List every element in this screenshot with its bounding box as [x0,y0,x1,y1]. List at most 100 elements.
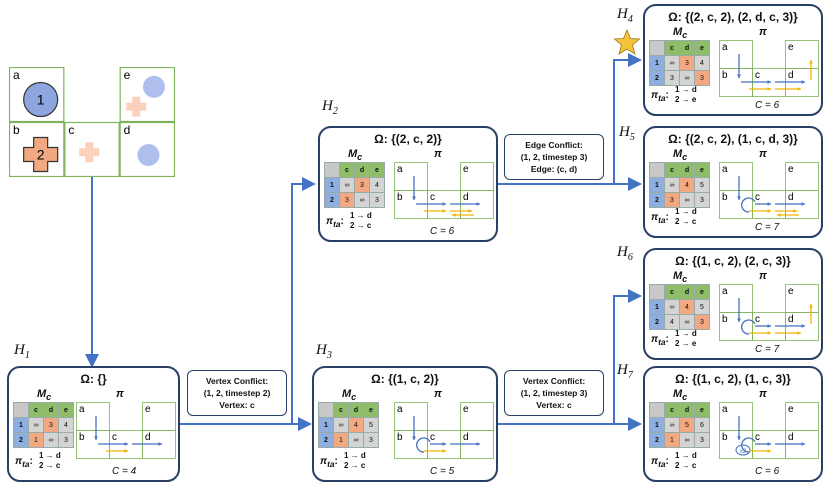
matrix-cell: ∞ [679,70,695,86]
conflict-line: (1, 2, timestep 3) [520,152,588,162]
node-omega: Ω: {(1, c, 2), (2, c, 3)} [675,254,791,268]
matrix-row-label: 1 [649,417,665,433]
pi-label: π [434,148,442,160]
matrix-cell: 3 [664,70,680,86]
pi-label: π [759,148,767,160]
pi-cell-label-e: e [788,42,794,53]
matrix-cell: 1 [664,432,680,448]
matrix-cell: 4 [369,177,385,193]
matrix-cell: 3 [354,177,370,193]
matrix-cell: 3 [694,192,710,208]
matrix-corner [324,162,340,178]
pi-cell-label-e: e [463,164,469,175]
mc-letter: M [673,388,683,400]
pi-cell-label-c: c [755,432,760,443]
mc-letter: M [37,388,47,400]
pi-ta-colon: : [665,212,669,223]
conflict-line: Vertex Conflict: [522,376,586,386]
matrix-cell: 4 [348,417,364,433]
matrix-cell: 3 [339,192,355,208]
path2-b-c-head [124,449,128,453]
path2-d-c-head [452,213,456,217]
mc-sub: c [351,392,357,403]
mc-label: Mc [342,388,356,402]
node-label-letter: H [617,6,628,22]
path1-b-c-head [767,202,771,206]
pi-ta-line: 2 → c [39,461,61,470]
matrix-col-header: d [679,162,695,178]
node-cost: C = 6 [430,226,455,237]
pi-cell-label-a: a [722,286,728,297]
conflict-box-c2: Edge Conflict:(1, 2, timestep 3)Edge: (c… [504,134,604,180]
pi-cell-label-e: e [788,404,794,415]
matrix-col-header: e [694,162,710,178]
matrix-cell: 3 [43,417,59,433]
matrix-cell: 5 [694,177,710,193]
matrix-row-label: 1 [324,177,340,193]
pi-cell-label-c: c [430,192,435,203]
pi-cell-label-c: c [755,70,760,81]
pi-ta-symbol: π [651,90,659,101]
node-omega: Ω: {(2, c, 2)} [374,132,442,146]
matrix-cell: ∞ [679,192,695,208]
pi-cell-label-b: b [722,314,728,325]
matrix-row-label: 2 [649,70,665,86]
path2-b-c-head [767,449,771,453]
agent2-icon [23,136,59,173]
node-label-index: 5 [629,132,635,143]
path1-a-b-head [737,196,741,200]
pi-ta-sub: ta [658,459,666,469]
matrix-row-label: 2 [649,432,665,448]
node-label-h1: H1 [14,342,30,361]
wait-x2-label: x2 [740,449,747,455]
pi-ta-symbol: π [320,456,328,467]
path1-a-b-head [94,436,98,440]
pi-label: π [759,270,767,282]
pi-cell-label-a: a [397,164,403,175]
matrix-cell: 4 [694,55,710,71]
pi-cell-label-e: e [788,164,794,175]
pi-cell-label-b: b [722,192,728,203]
path1-a-b-head [737,74,741,78]
matrix-cell: ∞ [354,192,370,208]
path2-b-c-head [767,209,771,213]
matrix-corner [318,402,334,418]
path2-d-e-head [809,304,813,308]
pi-label: π [759,388,767,400]
path2-c-d-head [797,87,801,91]
matrix-corner [649,40,665,56]
mc-label: Mc [348,148,362,162]
pi-ta-colon: : [340,216,344,227]
node-label-h3: H3 [316,342,332,361]
path2-b-c-head [442,209,446,213]
path2-b-c-head [767,331,771,335]
pi-ta-symbol: π [15,456,23,467]
matrix-row-label: 1 [649,177,665,193]
node-label-letter: H [322,98,333,114]
pi-ta-colon: : [665,90,669,101]
pi-ta-line: 2 → e [675,95,697,104]
matrix-col-header: c [664,162,680,178]
path1-b-c-head [767,442,771,446]
path1-c-d-head [801,80,805,84]
pi-ta-sub: ta [333,219,341,229]
